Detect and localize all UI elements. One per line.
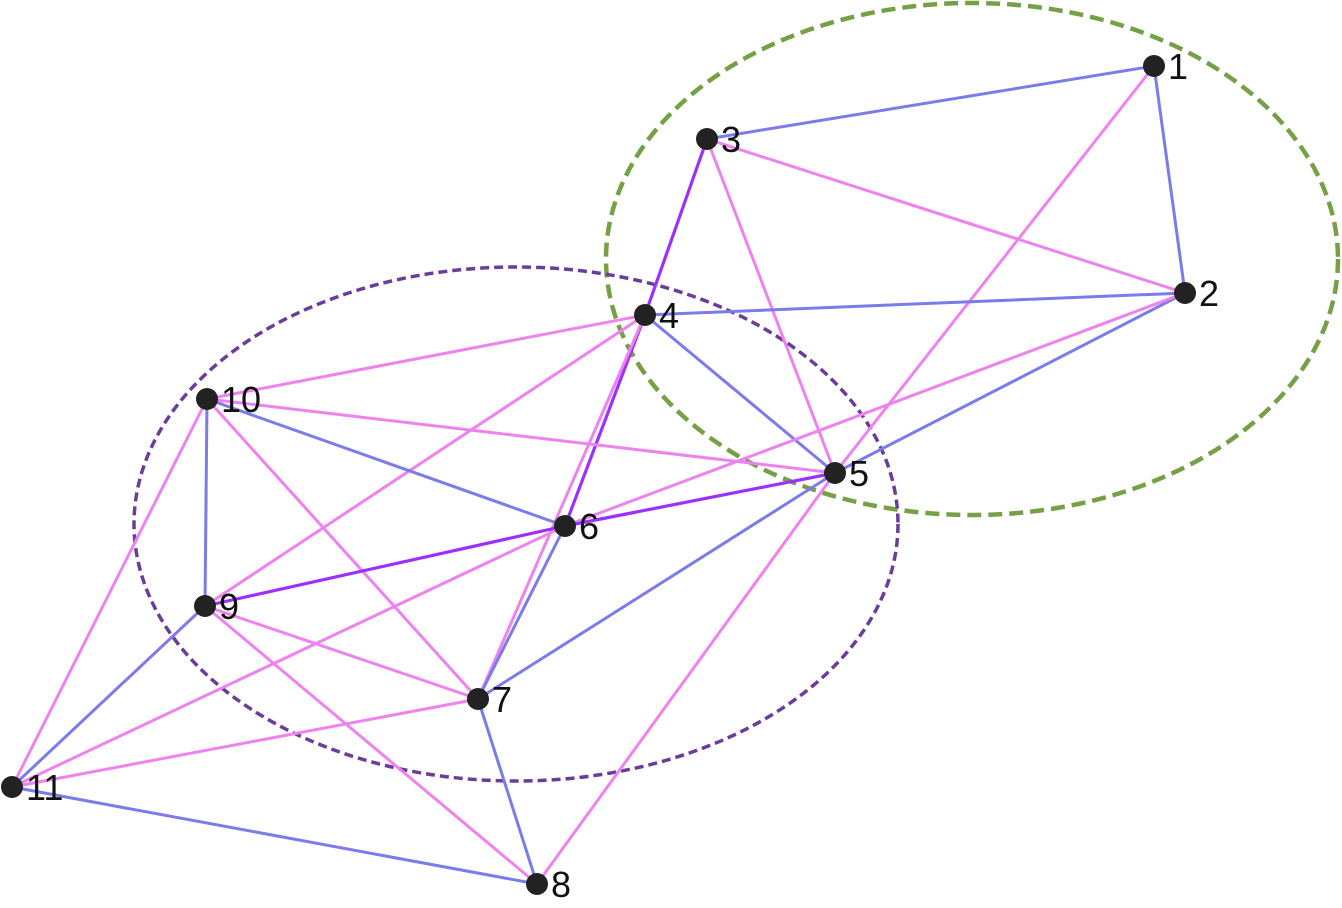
node-dot-11 bbox=[1, 776, 23, 798]
node-dot-1 bbox=[1143, 55, 1165, 77]
node-label-3: 3 bbox=[721, 119, 741, 160]
edge-1-3 bbox=[705, 64, 1156, 141]
edge-11-8 bbox=[10, 785, 539, 886]
node-6: 6 bbox=[554, 506, 599, 547]
node-dot-10 bbox=[196, 388, 218, 410]
edge-10-11 bbox=[10, 397, 209, 789]
node-label-2: 2 bbox=[1199, 273, 1219, 314]
node-label-1: 1 bbox=[1168, 46, 1188, 87]
edge-3-5 bbox=[705, 137, 837, 475]
node-label-9: 9 bbox=[219, 586, 239, 627]
node-label-8: 8 bbox=[551, 864, 571, 905]
edge-10-7 bbox=[205, 397, 480, 701]
edge-4-5 bbox=[643, 313, 837, 475]
edge-6-9 bbox=[203, 524, 567, 608]
node-3: 3 bbox=[696, 119, 741, 160]
nodes-layer: 1 2 3 4 5 6 7 8 9 10 11 bbox=[1, 46, 1219, 905]
edge-4-9 bbox=[203, 313, 647, 608]
cluster-purple-ellipse bbox=[132, 265, 900, 783]
edge-3-4 bbox=[643, 137, 709, 317]
node-label-4: 4 bbox=[659, 295, 679, 336]
edge-7-8 bbox=[476, 697, 539, 886]
edge-10-9 bbox=[203, 397, 209, 608]
node-9: 9 bbox=[194, 586, 239, 627]
node-dot-2 bbox=[1174, 282, 1196, 304]
edge-4-6 bbox=[563, 313, 647, 528]
edge-9-11 bbox=[10, 604, 207, 789]
edge-10-5 bbox=[205, 397, 837, 475]
edge-5-8 bbox=[535, 471, 837, 886]
edge-7-11 bbox=[10, 697, 480, 789]
node-1: 1 bbox=[1143, 46, 1188, 87]
node-label-11: 11 bbox=[26, 767, 63, 808]
node-label-5: 5 bbox=[849, 453, 869, 494]
edge-2-6 bbox=[563, 291, 1187, 528]
node-dot-9 bbox=[194, 595, 216, 617]
node-11: 11 bbox=[1, 767, 63, 808]
edge-1-5 bbox=[833, 64, 1156, 475]
edge-4-2 bbox=[643, 291, 1187, 317]
edge-9-7 bbox=[203, 604, 480, 701]
edge-4-10 bbox=[205, 313, 647, 401]
node-dot-7 bbox=[467, 688, 489, 710]
edge-5-6 bbox=[563, 471, 837, 528]
node-dot-6 bbox=[554, 515, 576, 537]
edge-6-7 bbox=[476, 524, 567, 701]
node-4: 4 bbox=[634, 295, 679, 336]
node-dot-8 bbox=[526, 873, 548, 895]
node-label-10: 10 bbox=[221, 379, 261, 420]
node-10: 10 bbox=[196, 379, 261, 420]
cluster-green-ellipse bbox=[603, 0, 1341, 518]
node-dot-3 bbox=[696, 128, 718, 150]
node-label-6: 6 bbox=[579, 506, 599, 547]
edge-5-7 bbox=[476, 471, 837, 701]
edge-2-5 bbox=[833, 291, 1187, 475]
node-dot-5 bbox=[824, 462, 846, 484]
node-label-7: 7 bbox=[492, 679, 512, 720]
edge-10-6 bbox=[205, 397, 567, 528]
node-5: 5 bbox=[824, 453, 869, 494]
edges-layer bbox=[10, 64, 1187, 886]
node-7: 7 bbox=[467, 679, 512, 720]
edge-9-8 bbox=[203, 604, 539, 886]
node-2: 2 bbox=[1174, 273, 1219, 314]
node-8: 8 bbox=[526, 864, 571, 905]
edge-4-7 bbox=[476, 313, 647, 701]
edge-3-2 bbox=[705, 137, 1187, 295]
edge-1-2 bbox=[1152, 64, 1187, 295]
node-dot-4 bbox=[634, 304, 656, 326]
edge-6-11 bbox=[10, 524, 567, 789]
clusters-layer bbox=[132, 0, 1341, 783]
